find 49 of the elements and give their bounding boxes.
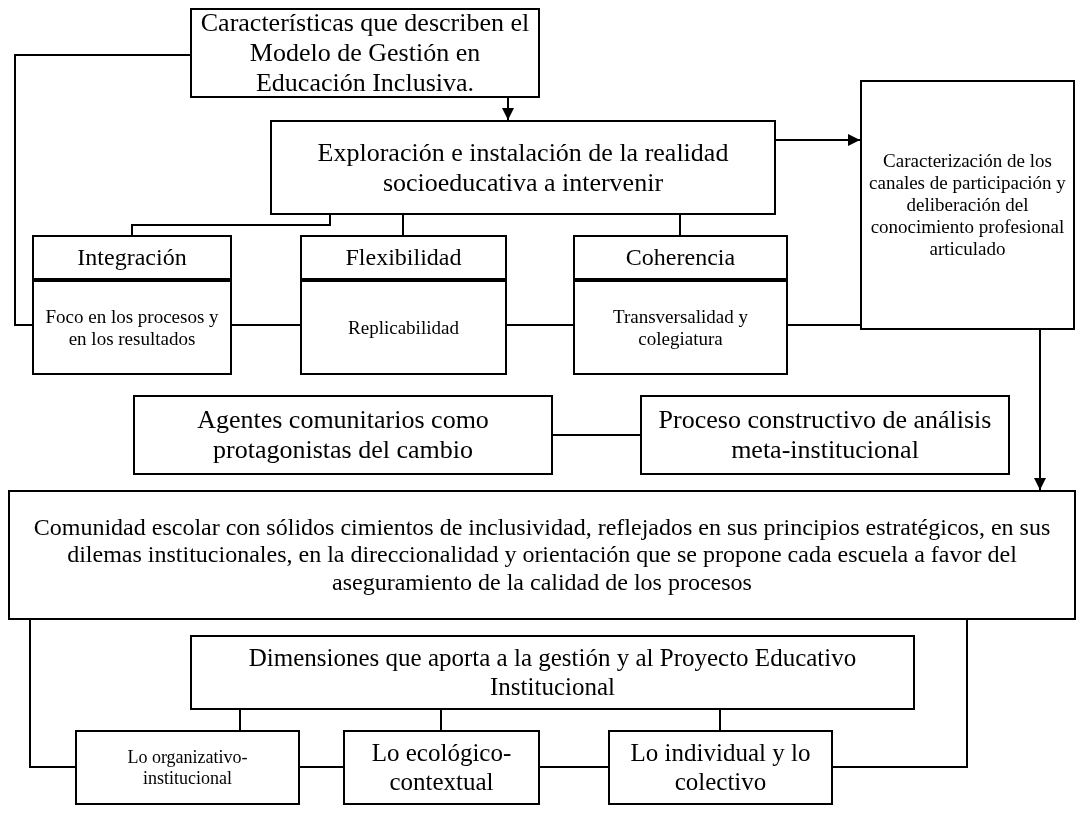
box-label: Proceso constructivo de análisis meta-institucional xyxy=(657,405,993,465)
box-label: Lo individual y lo colectivo xyxy=(629,738,812,797)
connector-line xyxy=(231,324,301,326)
box-label: Foco en los procesos y en los resultados xyxy=(44,305,220,350)
text-box xyxy=(640,395,1010,475)
box-label: Comunidad escolar con sólidos cimientos de inclusividad, reflejados en sus principios estratégicos, en sus dilemas institucionales, en la direccionalidad y orientación que se propone cada escuela a favor del aseguramiento de la calidad de los procesos xyxy=(32,513,1052,597)
text-box xyxy=(608,730,833,805)
text-box xyxy=(573,280,788,375)
connector-line xyxy=(679,214,681,236)
connector-line xyxy=(14,54,191,326)
connector-line xyxy=(552,434,641,436)
text-box xyxy=(300,280,507,375)
text-box xyxy=(300,235,507,280)
box-label: Integración xyxy=(77,243,187,272)
box-label: Coherencia xyxy=(625,243,736,272)
text-box xyxy=(75,730,300,805)
arrow xyxy=(1034,329,1046,491)
connector-line xyxy=(299,766,344,768)
connector-line xyxy=(787,324,861,326)
box-label: Lo organizativo-institucional xyxy=(126,746,249,789)
connector-line xyxy=(440,709,442,731)
text-box xyxy=(270,120,776,215)
text-box xyxy=(860,80,1075,330)
connector-line xyxy=(29,619,76,768)
box-label: Flexibilidad xyxy=(345,243,462,272)
text-box xyxy=(8,490,1076,620)
connector-line xyxy=(131,214,331,236)
text-box xyxy=(32,280,232,375)
box-label: Replicabilidad xyxy=(348,316,459,339)
box-label: Exploración e instalación de la realidad socioeducativa a intervenir xyxy=(316,137,730,198)
box-label: Dimensiones que aporta a la gestión y al Proyecto Educativo Institucional xyxy=(247,643,858,702)
box-label: Agentes comunitarios como protagonistas del cambio xyxy=(196,405,490,465)
box-label: Lo ecológico-contextual xyxy=(370,738,513,797)
connector-line xyxy=(719,709,721,731)
box-label: Transversalidad y colegiatura xyxy=(612,305,749,350)
connector-line xyxy=(832,619,968,768)
connector-line xyxy=(506,324,574,326)
connector-line xyxy=(402,214,404,236)
box-label: Características que describen el Modelo de Gestión en Educación Inclusiva. xyxy=(199,8,531,98)
arrow xyxy=(502,97,514,121)
text-box xyxy=(133,395,553,475)
arrow xyxy=(775,134,861,146)
box-label: Caracterización de los canales de participación y deliberación del conocimiento profesional articulado xyxy=(868,150,1067,260)
text-box xyxy=(190,635,915,710)
text-box xyxy=(32,235,232,280)
connector-line xyxy=(239,709,241,731)
text-box xyxy=(573,235,788,280)
text-box xyxy=(343,730,540,805)
connector-line xyxy=(539,766,609,768)
